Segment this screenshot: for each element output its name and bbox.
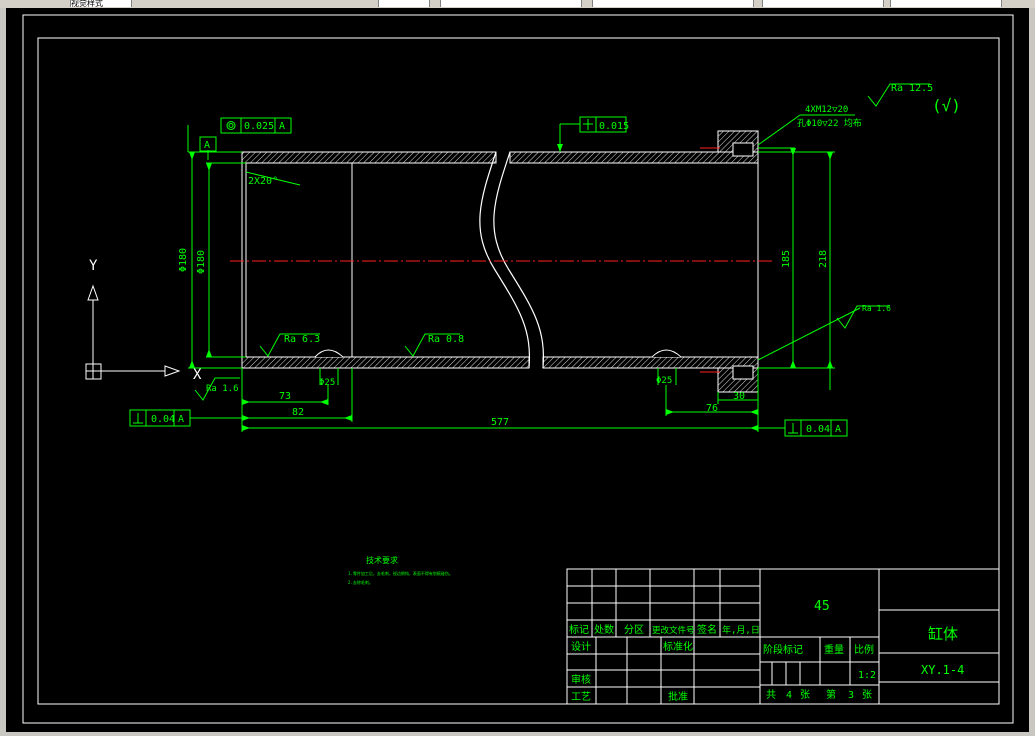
dim-73: 73 [279, 391, 291, 402]
tb-shenhe: 审核 [571, 673, 591, 686]
dim-30: 30 [733, 391, 745, 402]
tb-sheet-no: 3 [848, 690, 854, 701]
dimension-lines [187, 114, 861, 432]
tb-drawing-no: XY.1-4 [921, 663, 964, 677]
dim-outer-right: 218 [818, 250, 829, 268]
dim-dia-inner: Φ180 [196, 250, 207, 274]
toolbar-field[interactable]: 视觉样式 [70, 0, 132, 7]
dim-577: 577 [491, 417, 509, 428]
concentricity-datum: A [279, 121, 285, 132]
tb-hdr-biaoji: 标记 [569, 624, 589, 636]
drawing-viewport[interactable] [0, 8, 1035, 736]
tb-hdr-date: 年,月,日 [722, 624, 760, 636]
thread-note-1: 4XM12▽20 [805, 105, 848, 115]
ra-corner-paren: (√) [932, 96, 961, 115]
chamfer-label: 2X20° [248, 176, 278, 187]
ucs-x-label: X [193, 367, 202, 383]
datum-a-label: A [204, 140, 210, 151]
tb-di: 第 [826, 688, 836, 701]
dia-hole-left: Φ25 [319, 378, 335, 388]
ucs-y-label: Y [89, 258, 98, 274]
concentricity-tol: 0.025 [244, 121, 274, 132]
tb-jieduan: 阶段标记 [763, 643, 803, 656]
tb-zhongliang: 重量 [824, 643, 844, 656]
roughness-symbols [194, 83, 930, 401]
perp-left-datum: A [178, 414, 184, 425]
tb-hdr-gengai: 更改文件号 [652, 625, 695, 636]
title-block [566, 568, 1000, 705]
straightness-tol: 0.015 [599, 121, 629, 132]
tb-zhang2: 张 [862, 689, 872, 701]
toolbar-field[interactable] [440, 0, 582, 7]
ucs-icon [85, 284, 181, 380]
tech-req-line1: 1.零件加工后，去毛刺，锐边倒钝，表面不得有划痕碰伤。 [348, 570, 453, 576]
part-outline [241, 152, 759, 368]
cylinder-wall-top [241, 151, 759, 164]
perp-right-tol: 0.04 [806, 424, 830, 435]
ra-mid-bottom: Ra 0.8 [428, 334, 464, 345]
tech-req-line2: 2.去除毛刺。 [348, 579, 373, 585]
dim-dia-outer: Φ180 [178, 248, 189, 272]
break-line [479, 151, 545, 369]
dia-hole-right: Φ25 [656, 376, 672, 386]
toolbar-field[interactable] [762, 0, 884, 7]
cylinder-wall-bottom [241, 356, 759, 369]
tb-hdr-chushu: 处数 [594, 623, 614, 636]
ra-right: Ra 1.6 [862, 304, 891, 313]
toolbar-field[interactable] [890, 0, 1002, 7]
tb-hdr-qianming: 签名 [697, 623, 717, 636]
gdt-symbols [133, 119, 798, 434]
tb-pizhun: 批准 [668, 690, 688, 703]
gdt-frames [129, 116, 848, 437]
tb-scale: 1:2 [858, 670, 876, 681]
perp-right-datum: A [835, 424, 841, 435]
tb-gongyi: 工艺 [571, 691, 591, 703]
tb-total-sheets: 4 [786, 690, 792, 701]
dim-bore-right: 185 [781, 250, 792, 268]
tech-req-title: 技术要求 [366, 555, 398, 565]
ra-left-end: Ra 1.6 [206, 384, 239, 394]
outer-border [22, 14, 1014, 724]
dim-76: 76 [706, 403, 718, 414]
ra-left-bottom: Ra 6.3 [284, 334, 320, 345]
tb-biaozhunhua: 标准化 [663, 640, 693, 653]
tb-part-name: 缸体 [928, 625, 958, 643]
dim-82: 82 [292, 407, 304, 418]
dimension-arrows [189, 144, 833, 431]
tb-material: 45 [814, 599, 830, 614]
tb-gong: 共 [766, 689, 776, 701]
bottom-holes [314, 349, 682, 385]
ra-corner-label: Ra 12.5 [891, 83, 933, 94]
tb-bili: 比例 [854, 643, 874, 656]
tb-hdr-fenqu: 分区 [624, 624, 644, 636]
toolbar-field[interactable] [378, 0, 430, 7]
thread-note-2: 孔Φ10▽22 均布 [797, 117, 862, 129]
inner-border [37, 37, 1000, 705]
perp-left-tol: 0.04 [151, 414, 175, 425]
tb-zhang1: 张 [800, 689, 810, 701]
tb-sheji: 设计 [571, 640, 591, 653]
toolbar-field[interactable] [592, 0, 754, 7]
